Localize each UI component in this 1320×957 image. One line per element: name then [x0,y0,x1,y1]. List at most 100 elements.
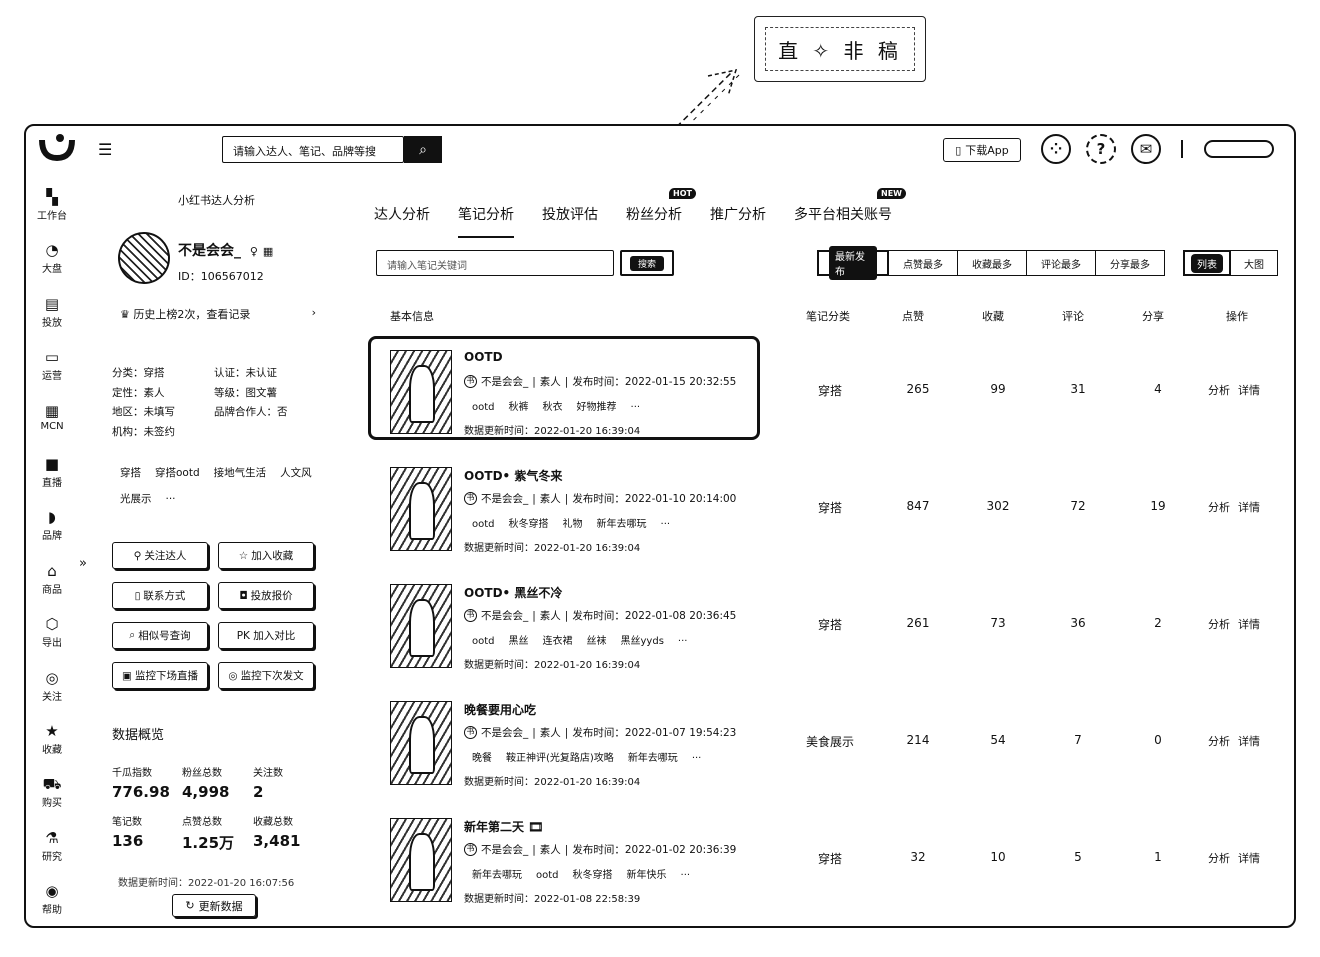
action-link[interactable]: 分析 [1208,384,1230,397]
profile-action-button[interactable]: ⚲关注达人 [112,542,208,569]
ranking-history-link[interactable]: ♛ 历史上榜2次，查看记录 › [120,306,316,322]
note-thumbnail[interactable] [390,350,452,434]
note-author[interactable]: 不是会会_ [481,727,529,739]
global-search-input[interactable]: 请输入达人、笔记、品牌等搜 [222,136,404,163]
profile-action-button[interactable]: ◘投放报价 [218,582,314,609]
nav-item-3[interactable]: ▭运营 [26,348,78,401]
action-link[interactable]: 详情 [1238,501,1260,514]
collapse-sidebar-icon[interactable]: » [79,556,87,571]
action-link[interactable]: 详情 [1238,735,1260,748]
refresh-label: 更新数据 [198,899,243,913]
nav-item-5[interactable]: ■直播 [26,455,78,508]
note-title[interactable]: OOTD [464,350,503,364]
refresh-data-button[interactable]: ↻ 更新数据 [172,894,256,917]
nav-icon: ■ [44,454,60,473]
action-link[interactable]: 详情 [1238,384,1260,397]
sort-button[interactable]: 分享最多 [1095,250,1165,276]
cell-comments: 36 [1070,616,1086,630]
nav-item-10[interactable]: ★收藏 [26,722,78,775]
action-link[interactable]: 分析 [1208,735,1230,748]
tab-label: 达人分析 [374,207,430,223]
note-thumbnail[interactable] [390,701,452,785]
profile-action-button[interactable]: ◎监控下次发文 [218,662,314,689]
sort-button[interactable]: 点赞最多 [888,250,958,276]
nav-icon: ◗ [48,508,56,527]
nav-item-9[interactable]: ◎关注 [26,669,78,722]
action-link[interactable]: 分析 [1208,852,1230,865]
cell-category: 穿搭 [817,384,842,398]
nav-item-2[interactable]: ▤投放 [26,295,78,348]
profile-action-button[interactable]: ▣监控下场直播 [112,662,208,689]
qr-icon[interactable]: ▦ [262,245,274,258]
nav-item-8[interactable]: ⬡导出 [26,615,78,668]
sort-label: 收藏最多 [972,259,1012,271]
table-row[interactable]: OOTD• 紫气冬来书不是会会_|素人|发布时间：2022-01-10 20:1… [368,455,1288,561]
influencer-tag: 人文风光展示 [120,467,312,505]
tab-item[interactable]: 达人分析 [374,204,430,238]
login-button[interactable] [1204,140,1274,158]
stat-value: 4,998 [182,783,230,801]
note-published: 发布时间：2022-01-08 20:36:45 [572,610,737,622]
view-button[interactable]: 列表 [1183,250,1231,276]
cell-shares: 1 [1154,850,1162,864]
tab-badge: NEW [877,188,906,199]
note-search-button[interactable]: 搜索 [620,250,674,276]
mail-icon[interactable]: ✉ [1131,134,1161,164]
action-link[interactable]: 详情 [1238,618,1260,631]
nav-item-13[interactable]: ◉帮助 [26,882,78,926]
table-row[interactable]: OOTD• 黑丝不冷书不是会会_|素人|发布时间：2022-01-08 20:3… [368,572,1288,678]
action-link[interactable]: 分析 [1208,618,1230,631]
cell-category: 穿搭 [817,618,842,632]
note-tag: 新年快乐 [626,870,667,881]
nav-item-1[interactable]: ◔大盘 [26,241,78,294]
nav-item-6[interactable]: ◗品牌 [26,508,78,561]
table-row[interactable]: 晚餐要用心吃书不是会会_|素人|发布时间：2022-01-07 19:54:23… [368,689,1288,795]
note-title[interactable]: 新年第二天 🎞 [464,820,544,834]
global-search-button[interactable]: ⌕ [404,136,442,163]
note-title[interactable]: OOTD• 紫气冬来 [464,469,563,483]
apps-grid-icon[interactable]: ⁘ [1041,134,1071,164]
help-icon[interactable]: ? [1086,134,1116,164]
logo-icon[interactable] [38,132,76,162]
nav-item-7[interactable]: ⌂商品 [26,562,78,615]
note-thumbnail[interactable] [390,584,452,668]
nav-item-0[interactable]: ▚工作台 [26,188,78,241]
note-title[interactable]: 晚餐要用心吃 [464,703,537,717]
nav-item-11[interactable]: ⛟购买 [26,775,78,828]
download-app-button[interactable]: ▯ 下载App [943,138,1021,162]
tab-item[interactable]: 投放评估 [542,204,598,238]
note-title[interactable]: OOTD• 黑丝不冷 [464,586,563,600]
profile-action-button[interactable]: PK 加入对比 [218,622,314,649]
sort-button[interactable]: 评论最多 [1026,250,1096,276]
note-thumbnail[interactable] [390,467,452,551]
stat-value: 776.98 [112,783,170,801]
action-link[interactable]: 详情 [1238,852,1260,865]
note-author[interactable]: 不是会会_ [481,493,529,505]
profile-action-button[interactable]: ▯联系方式 [112,582,208,609]
platform-icon: 书 [464,843,477,856]
tab-item[interactable]: 笔记分析 [458,204,514,238]
sort-button[interactable]: 最新发布 [817,246,889,280]
note-author[interactable]: 不是会会_ [481,376,529,388]
table-row[interactable]: 新年第二天 🎞书不是会会_|素人|发布时间：2022-01-02 20:36:3… [368,806,1288,912]
sort-button[interactable]: 收藏最多 [957,250,1027,276]
note-search-input[interactable]: 请输入笔记关键词 [376,250,614,276]
nav-item-4[interactable]: ▦MCN [26,402,78,455]
action-label: 加入收藏 [251,550,294,562]
tab-item[interactable]: 推广分析 [710,204,766,238]
row-actions: 分析详情 [1208,382,1260,398]
note-thumbnail[interactable] [390,818,452,902]
note-author[interactable]: 不是会会_ [481,844,529,856]
profile-action-button[interactable]: ⌕相似号查询 [112,622,208,649]
view-button[interactable]: 大图 [1230,250,1278,276]
action-link[interactable]: 分析 [1208,501,1230,514]
menu-toggle-icon[interactable]: ☰ [98,140,113,159]
note-author[interactable]: 不是会会_ [481,610,529,622]
profile-action-button[interactable]: ☆加入收藏 [218,542,314,569]
nav-item-12[interactable]: ⚗研究 [26,829,78,882]
